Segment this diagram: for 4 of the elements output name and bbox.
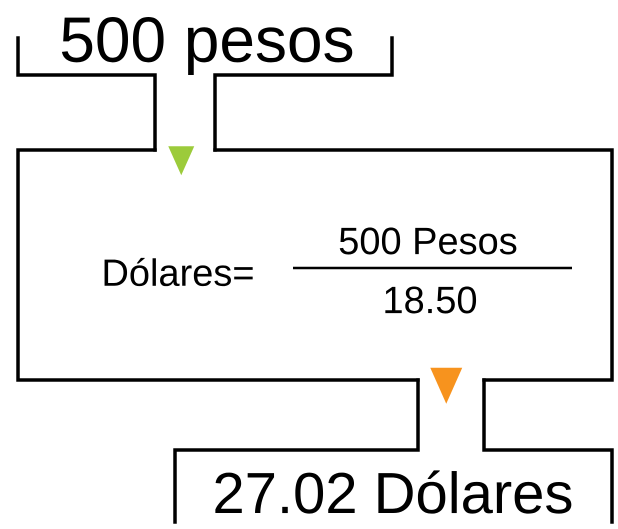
bracket-box: 27.02 Dólares bbox=[173, 378, 614, 524]
arrow bbox=[168, 146, 194, 176]
arrow bbox=[430, 368, 462, 404]
formula-box: Dólares= 500 Pesos 18.50 bbox=[16, 148, 614, 382]
